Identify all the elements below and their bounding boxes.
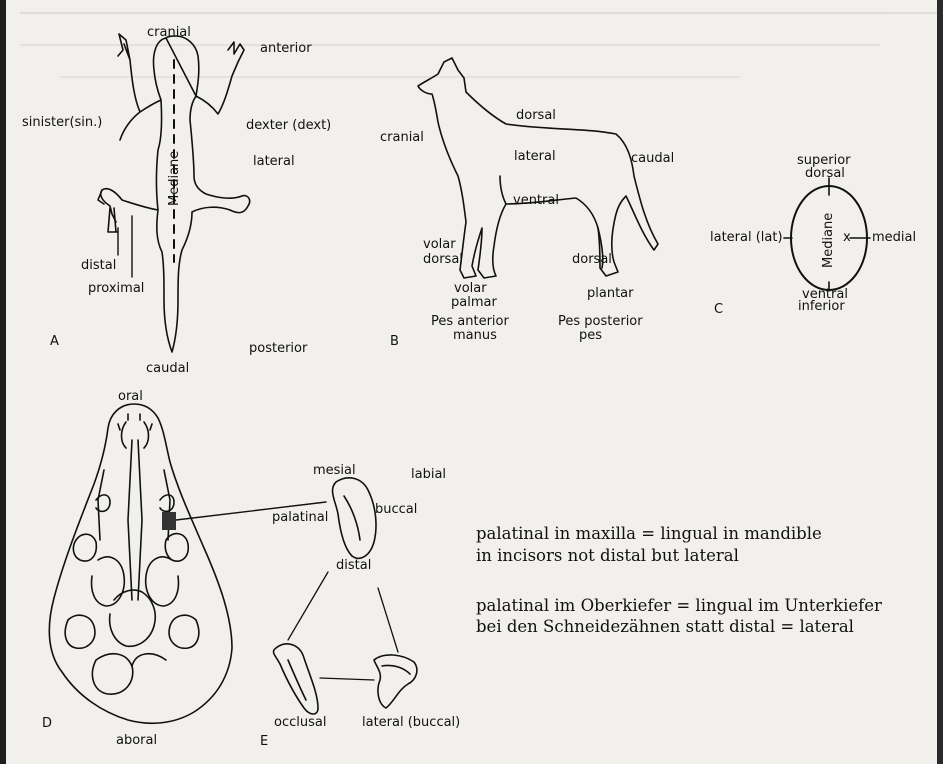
panel-b-ventral-label: ventral <box>513 194 559 208</box>
panel-e-link-right <box>378 588 398 652</box>
panel-c-letter: C <box>714 303 723 317</box>
panel-d-aboral-label: aboral <box>116 734 157 748</box>
panel-b-pes-anterior-label: Pes anterior <box>431 315 509 329</box>
panel-b-pes-posterior-label: Pes posterior <box>558 315 643 329</box>
panel-b-cranial-label: cranial <box>380 131 424 145</box>
panel-a-proximal-label: proximal <box>88 282 144 296</box>
panel-a-posterior-label: posterior <box>249 342 307 356</box>
panel-e-buccal-label: buccal <box>375 503 417 517</box>
panel-b-dorsal-left-label: dorsal <box>423 253 463 267</box>
panel-e-link-bottom <box>320 678 374 680</box>
panel-a-caudal-label: caudal <box>146 362 189 376</box>
panel-c-mediane-label: Mediane <box>822 213 836 268</box>
panel-b-plantar-label: plantar <box>587 287 633 301</box>
panel-a-mediane-label: Mediane <box>168 151 182 206</box>
panel-a-anterior-label: anterior <box>260 42 312 56</box>
panel-c-dorsal-label: dorsal <box>805 167 845 181</box>
panel-a-lateral-label: lateral <box>253 155 295 169</box>
panel-a-sinister-label: sinister(sin.) <box>22 116 102 130</box>
panel-b-lateral-label: lateral <box>514 150 556 164</box>
panel-b-palmar-label: palmar <box>451 296 497 310</box>
panel-e-occlusal-label: occlusal <box>274 716 326 730</box>
panel-c-medial-label: medial <box>872 231 916 245</box>
note-english-line-2: in incisors not distal but lateral <box>476 546 739 566</box>
panel-c-inferior-label: inferior <box>798 300 845 314</box>
panel-a-cranial-label: cranial <box>147 26 191 40</box>
panel-a-letter: A <box>50 335 59 349</box>
panel-e-tooth-lateral <box>374 655 417 708</box>
panel-e-mesial-label: mesial <box>313 464 356 478</box>
panel-e-link-left <box>288 572 328 640</box>
panel-d-oral-label: oral <box>118 390 143 404</box>
panel-b-manus-label: manus <box>453 329 497 343</box>
panel-d-letter: D <box>42 717 52 731</box>
panel-e-distal-label: distal <box>336 559 371 573</box>
note-german-line-1: palatinal im Oberkiefer = lingual im Unt… <box>476 596 882 616</box>
panel-d-skull-outline <box>49 404 232 723</box>
panel-b-volar-bottom-label: volar <box>454 282 487 296</box>
panel-b-dorsal-top-label: dorsal <box>516 109 556 123</box>
panel-b-volar-label: volar <box>423 238 456 252</box>
panel-b-dorsal-right-label: dorsal <box>572 253 612 267</box>
note-english-line-1: palatinal in maxilla = lingual in mandib… <box>476 524 822 544</box>
panel-a-distal-label: distal <box>81 259 116 273</box>
panel-e-tooth-occlusal <box>273 644 318 714</box>
panel-e-labial-label: labial <box>411 468 446 482</box>
panel-b-caudal-label: caudal <box>631 152 674 166</box>
anatomy-drawings <box>6 0 943 764</box>
note-german-line-2: bei den Schneidezähnen statt distal = la… <box>476 617 854 637</box>
panel-b-letter: B <box>390 335 399 349</box>
panel-e-palatinal-label: palatinal <box>272 511 328 525</box>
panel-e-lateral-buccal-label: lateral (buccal) <box>362 716 460 730</box>
panel-e-tooth-top <box>333 478 376 558</box>
panel-b-pes-label: pes <box>579 329 602 343</box>
panel-c-lateral-label: lateral (lat) <box>710 231 783 245</box>
panel-c-medial-x: x <box>843 231 851 245</box>
panel-e-letter: E <box>260 735 268 749</box>
panel-a-dexter-label: dexter (dext) <box>246 119 331 133</box>
